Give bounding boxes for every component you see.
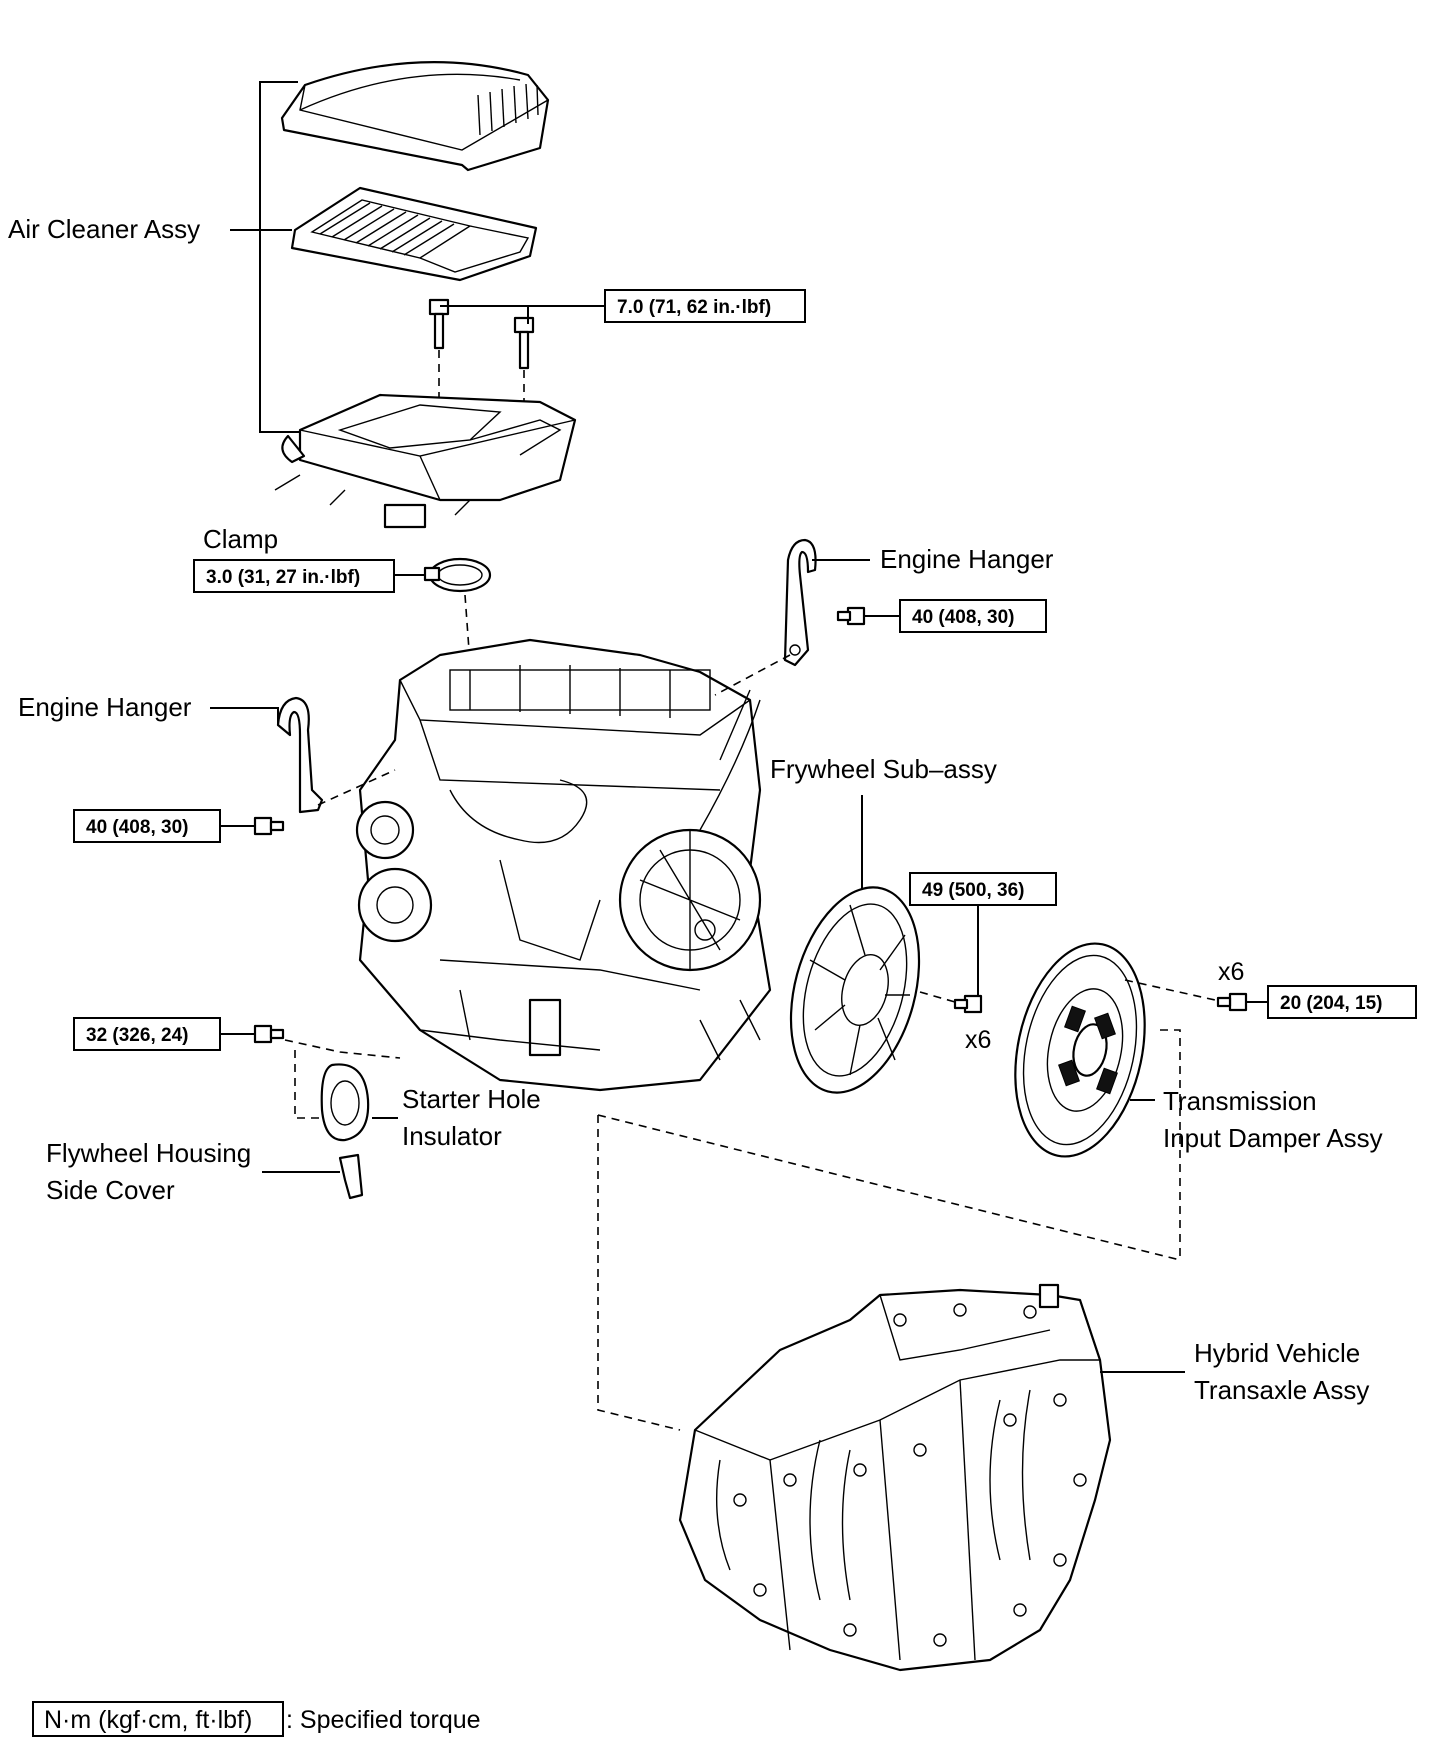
torque-value-air-cleaner-bolts: 7.0 (71, 62 in.·lbf) bbox=[617, 297, 771, 318]
torque-value-damper-bolts: 20 (204, 15) bbox=[1280, 993, 1382, 1014]
torque-value-engine-hanger-right: 40 (408, 30) bbox=[912, 607, 1014, 628]
legend-unit-box bbox=[32, 1701, 284, 1737]
clamp-illustration bbox=[423, 557, 492, 593]
starter-hole-insulator-illustration bbox=[320, 1063, 370, 1142]
torque-value-engine-hanger-left: 40 (408, 30) bbox=[86, 817, 188, 838]
torque-box-damper-bolts bbox=[1267, 985, 1417, 1019]
torque-value-clamp: 3.0 (31, 27 in.·lbf) bbox=[206, 567, 360, 588]
part-label-side-cover-line1: Flywheel Housing bbox=[46, 1138, 251, 1168]
torque-box-engine-hanger-left bbox=[73, 809, 221, 843]
torque-box-clamp bbox=[193, 559, 395, 593]
engine-block-illustration bbox=[355, 638, 772, 1092]
part-label-flywheel-sub-assy: Frywheel Sub–assy bbox=[770, 754, 997, 784]
legend-description: : Specified torque bbox=[286, 1706, 481, 1734]
torque-box-side-cover-bolt bbox=[73, 1017, 221, 1051]
input-damper-illustration bbox=[1014, 942, 1146, 1158]
torque-value-side-cover-bolt: 32 (326, 24) bbox=[86, 1025, 188, 1046]
damper-bolt-illustration bbox=[1216, 992, 1248, 1012]
part-label-engine-hanger-right: Engine Hanger bbox=[880, 544, 1054, 574]
part-label-transaxle-line2: Transaxle Assy bbox=[1194, 1375, 1369, 1405]
torque-box-air-cleaner-bolts bbox=[604, 289, 806, 323]
part-label-air-cleaner-assy: Air Cleaner Assy bbox=[8, 214, 200, 244]
air-filter-element-illustration bbox=[290, 186, 538, 282]
air-cleaner-case-illustration bbox=[274, 393, 577, 529]
quantity-flywheel-bolts: x6 bbox=[965, 1026, 991, 1054]
part-label-side-cover-line2: Side Cover bbox=[46, 1175, 175, 1205]
quantity-damper-bolts: x6 bbox=[1218, 958, 1244, 986]
part-label-starter-hole-line1: Starter Hole bbox=[402, 1084, 541, 1114]
flywheel-bolt-illustration bbox=[953, 994, 983, 1014]
torque-box-flywheel-bolts bbox=[909, 872, 1057, 906]
part-label-damper-line1: Transmission bbox=[1163, 1086, 1317, 1116]
part-label-engine-hanger-left: Engine Hanger bbox=[18, 692, 192, 722]
torque-value-flywheel-bolts: 49 (500, 36) bbox=[922, 880, 1024, 901]
air-cleaner-bolt-illustration bbox=[428, 298, 535, 370]
torque-box-engine-hanger-right bbox=[899, 599, 1047, 633]
legend-unit-text: N·m (kgf·cm, ft·lbf) bbox=[44, 1706, 252, 1734]
engine-hanger-right-illustration bbox=[783, 538, 817, 667]
air-cleaner-cap-illustration bbox=[280, 61, 550, 172]
engine-hanger-right-bolt-illustration bbox=[836, 606, 866, 626]
side-cover-bolt-illustration bbox=[253, 1024, 285, 1044]
part-label-starter-hole-line2: Insulator bbox=[402, 1121, 502, 1151]
part-label-damper-line2: Input Damper Assy bbox=[1163, 1123, 1383, 1153]
engine-hanger-left-illustration bbox=[276, 696, 324, 814]
engine-hanger-left-bolt-illustration bbox=[253, 816, 285, 836]
part-label-clamp: Clamp bbox=[203, 524, 278, 554]
hybrid-transaxle-illustration bbox=[678, 1283, 1112, 1672]
part-label-transaxle-line1: Hybrid Vehicle bbox=[1194, 1338, 1360, 1368]
flywheel-housing-side-cover-illustration bbox=[338, 1153, 364, 1200]
flywheel-illustration bbox=[789, 886, 921, 1094]
